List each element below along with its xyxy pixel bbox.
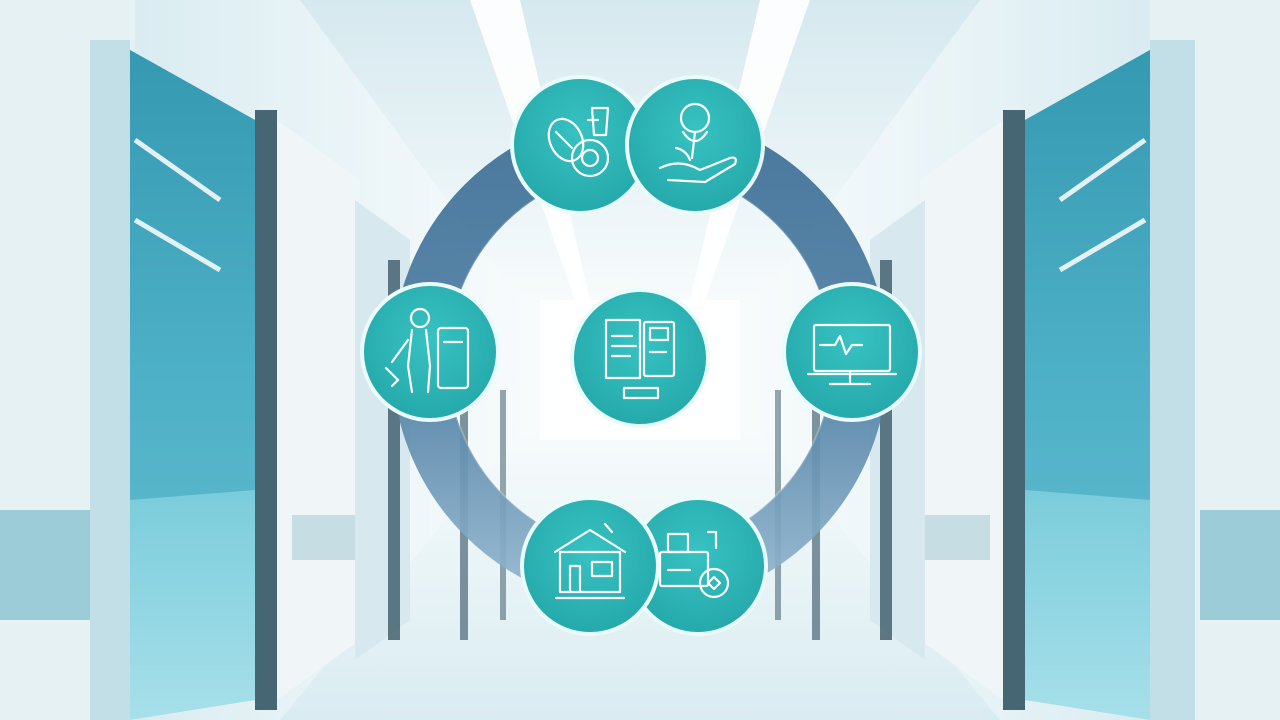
medical-equipment-icon xyxy=(658,530,730,599)
node-cleaning[interactable] xyxy=(360,282,500,422)
medication-pills-icon xyxy=(547,106,610,178)
caring-hand-person-icon xyxy=(658,102,737,184)
cleaning-staff-icon xyxy=(384,307,470,394)
node-records[interactable] xyxy=(570,288,710,428)
computer-monitor-icon xyxy=(806,323,898,386)
medical-records-icon xyxy=(604,318,676,400)
clinic-building-icon xyxy=(553,522,627,600)
node-monitoring[interactable] xyxy=(782,282,922,422)
node-facility[interactable] xyxy=(520,496,660,636)
node-patient-care[interactable] xyxy=(625,75,765,215)
